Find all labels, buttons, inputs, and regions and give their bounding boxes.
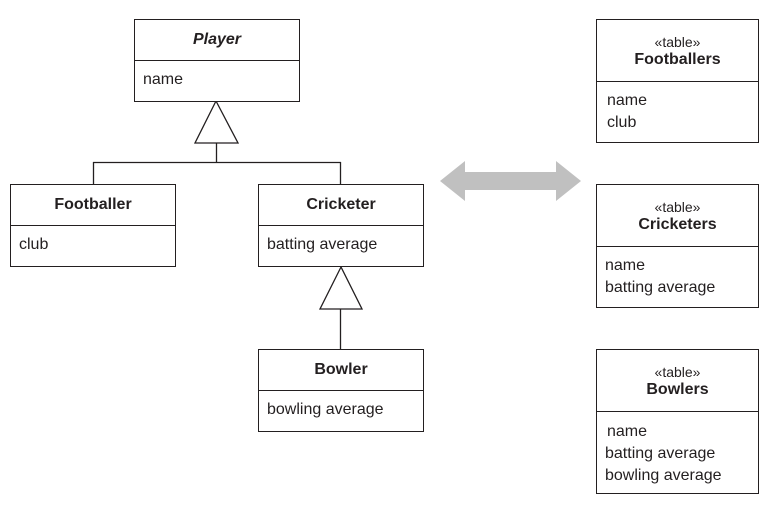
table-stereotype: «table» [654,363,701,380]
table-column: name [607,423,648,440]
table-column: bowling average [605,467,722,484]
class-bowler-name: Bowler [314,361,368,378]
class-cricketer: Cricketer batting average [258,184,424,267]
generalization-triangle-cricketer [318,265,364,310]
table-column: name [607,92,648,109]
table-column: batting average [605,445,716,462]
class-bowler-attributes: bowling average [259,391,423,421]
table-cricketers: «table» Cricketers name batting average [596,184,759,308]
class-attribute: name [143,71,184,88]
table-footballers-name: Footballers [634,50,721,68]
class-player-header: Player [135,20,299,61]
table-cricketers-header: «table» Cricketers [597,185,758,247]
table-footballers-header: «table» Footballers [597,20,758,82]
class-cricketer-attributes: batting average [259,226,423,256]
class-attribute: bowling average [267,401,384,418]
class-player: Player name [134,19,300,102]
class-footballer-attributes: club [11,226,175,256]
table-column: batting average [605,279,716,296]
table-bowlers-header: «table» Bowlers [597,350,758,412]
class-footballer-header: Footballer [11,185,175,226]
table-stereotype: «table» [654,33,701,50]
class-player-name: Player [192,31,242,48]
class-bowler-header: Bowler [259,350,423,391]
table-stereotype: «table» [654,198,701,215]
class-player-attributes: name [135,61,299,91]
class-footballer-name: Footballer [54,196,132,213]
table-cricketers-name: Cricketers [638,215,717,233]
class-attribute: club [19,236,49,253]
table-bowlers-name: Bowlers [646,380,709,398]
table-bowlers: «table» Bowlers name batting average bow… [596,349,759,494]
table-column: name [605,257,646,274]
generalization-triangle-player [193,99,240,144]
class-cricketer-name: Cricketer [306,196,376,213]
class-footballer: Footballer club [10,184,176,267]
mapping-double-arrow [440,161,581,201]
table-footballers: «table» Footballers name club [596,19,759,143]
class-bowler: Bowler bowling average [258,349,424,432]
table-column: club [607,114,637,131]
table-cricketers-columns: name batting average [597,247,758,299]
table-bowlers-columns: name batting average bowling average [597,412,758,487]
class-attribute: batting average [267,236,378,253]
table-footballers-columns: name club [597,82,758,134]
class-cricketer-header: Cricketer [259,185,423,226]
